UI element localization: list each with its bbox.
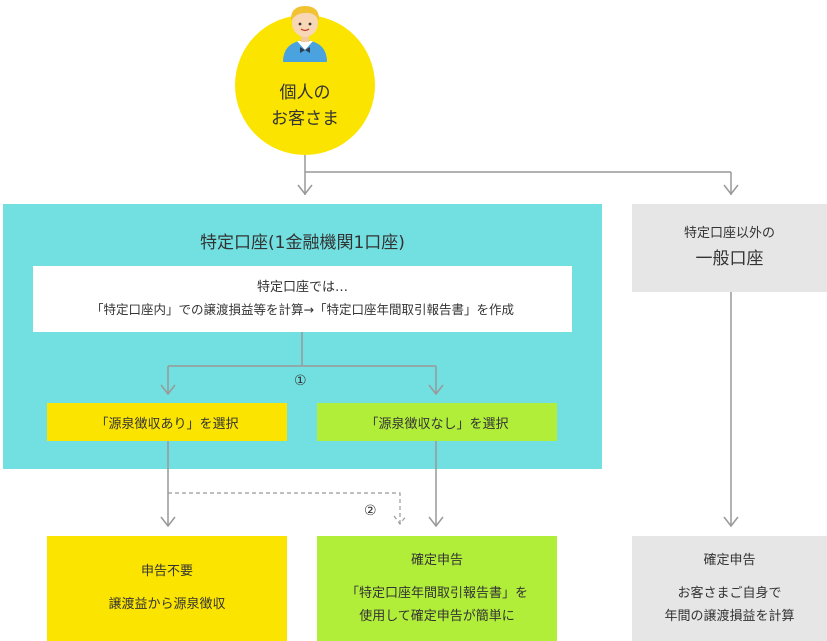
outcome-tax-return-box: 確定申告 「特定口座年間取引報告書」を 使用して確定申告が簡単に — [317, 536, 557, 641]
arrowhead-to-outcome-general — [723, 516, 739, 528]
special-account-info-box: 特定口座では… 「特定口座内」での譲渡損益等を計算→「特定口座年間取引報告書」を… — [33, 266, 572, 332]
marker-1: ① — [294, 373, 307, 389]
info-title: 特定口座では… — [256, 280, 348, 295]
arrowhead-to-outcome-with — [160, 516, 176, 528]
arrowhead-to-general — [723, 184, 739, 196]
outcome-no-filing-text: 譲渡益から源泉徴収 — [108, 597, 226, 612]
outcome-tax-return-title: 確定申告 — [410, 552, 463, 568]
general-account-line1: 特定口座以外の — [683, 226, 775, 241]
arrowhead-to-special — [297, 184, 313, 196]
outcome-general-text2: 年間の譲渡損益を計算 — [664, 608, 795, 624]
outcome-general-text1: お客さまご自身で — [677, 585, 782, 601]
outcome-no-filing-box: 申告不要 譲渡益から源泉徴収 — [47, 536, 287, 641]
option-without-withholding: 「源泉徴収なし」を選択 — [317, 403, 557, 441]
person-avatar-icon — [275, 0, 335, 62]
outcome-no-filing-title: 申告不要 — [140, 564, 193, 579]
info-description: 「特定口座内」での譲渡損益等を計算→「特定口座年間取引報告書」を作成 — [91, 302, 514, 317]
arrowhead-dashed — [393, 515, 407, 525]
customer-label: 個人の お客さま — [235, 80, 375, 132]
customer-label-line1: 個人の — [279, 83, 331, 103]
general-account-line2: 一般口座 — [695, 249, 764, 269]
customer-label-line2: お客さま — [271, 109, 339, 129]
special-account-title: 特定口座(1金融機関1口座) — [200, 233, 405, 253]
outcome-general-title: 確定申告 — [703, 552, 756, 568]
option-with-withholding: 「源泉徴収あり」を選択 — [47, 403, 287, 441]
outcome-general-box: 確定申告 お客さまご自身で 年間の譲渡損益を計算 — [632, 536, 827, 641]
marker-2: ② — [364, 503, 377, 519]
general-account-box: 特定口座以外の 一般口座 — [632, 204, 827, 292]
outcome-tax-return-text2: 使用して確定申告が簡単に — [359, 608, 515, 624]
arrowhead-to-outcome-without — [428, 516, 444, 528]
outcome-tax-return-text1: 「特定口座年間取引報告書」を — [345, 585, 528, 601]
